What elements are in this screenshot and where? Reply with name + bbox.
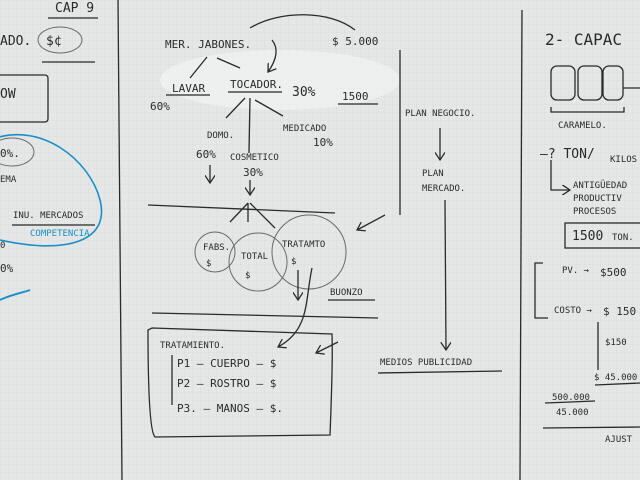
list-item: PRODUCTIV	[573, 194, 622, 204]
tratamiento-label: TRATAMIENTO.	[160, 341, 225, 351]
costo-label: COSTO →	[554, 306, 593, 316]
cosmetico-label: COSMETICO	[230, 153, 279, 163]
pct2-label: 0%	[0, 262, 14, 275]
tocador-label: TOCADOR.	[230, 78, 283, 91]
treatment-item: P1 — CUERPO — $	[177, 357, 276, 370]
left-panel: CAP 9 ADO. $¢ OW 0%. EMA INU. MERCADOS C…	[0, 1, 103, 301]
plan-negocio-label: PLAN NEGOCIO.	[405, 109, 475, 119]
middle-panel: MER. JABONES. $ 5.000 LAVAR 60% TOCADOR.…	[147, 14, 503, 438]
cap-label: CAP 9	[55, 1, 94, 16]
frac-top: 500.000	[552, 393, 590, 403]
tratamiento-box	[147, 327, 333, 438]
cosmetico-pct: 30%	[243, 166, 263, 179]
glare	[160, 50, 400, 110]
units-label: 1500	[342, 90, 369, 103]
competencia-label: COMPETENCIA	[30, 229, 90, 239]
barrels-icon	[550, 65, 640, 113]
box-text: OW	[0, 87, 16, 102]
mercado-label: MERCADO.	[422, 184, 465, 194]
zero-label: 0	[0, 241, 5, 251]
domo-pct: 60%	[196, 148, 216, 161]
buonzo-label: BUONZO	[330, 288, 363, 298]
treatment-item: P3. — MANOS — $.	[177, 402, 283, 415]
pv-value: $500	[600, 266, 627, 279]
medicado-pct: 10%	[313, 136, 333, 149]
circle-tratamiento-label: TRATAMTO	[282, 240, 325, 250]
inv-label: INU. MERCADOS	[13, 211, 83, 221]
list-item: ANTIGÜEDAD	[573, 180, 627, 191]
pv-label: PV. →	[562, 266, 590, 276]
medicado-label: MEDICADO	[283, 124, 326, 134]
mer-label: MER. JABONES.	[165, 38, 251, 51]
treatment-item: P2 — ROSTRO — $	[177, 377, 276, 390]
caramelo-label: CARAMELO.	[558, 121, 607, 131]
circle-total-label: TOTAL	[241, 252, 268, 262]
money-label: $¢	[46, 34, 62, 49]
blue-ellipse	[0, 134, 103, 247]
plan-label: PLAN	[422, 169, 444, 179]
medios-label: MEDIOS PUBLICIDAD	[380, 358, 472, 368]
list-item: PROCESOS	[573, 207, 616, 217]
ema-label: EMA	[0, 175, 17, 185]
kilos-label: KILOS	[610, 155, 637, 165]
circle-total-value: $	[245, 271, 250, 281]
frac-bottom: 45.000	[556, 408, 589, 418]
ton-label: —? TON/	[540, 147, 595, 162]
divider-left	[117, 0, 123, 480]
total-value: $ 45.000	[594, 373, 637, 383]
tocador-pct: 30%	[292, 85, 316, 100]
circle-fabs-value: $	[206, 259, 211, 269]
box-value: 1500	[572, 229, 603, 244]
circle-tratamiento-value: $	[291, 257, 296, 267]
right-panel: 2- CAPAC CARAMELO. —? TON/ KILOS ANTIGÜE…	[534, 30, 640, 445]
right-title: 2- CAPAC	[545, 30, 622, 49]
box-unit: TON.	[612, 233, 634, 243]
lavar-label: LAVAR	[172, 82, 205, 95]
lavar-pct: 60%	[150, 100, 170, 113]
costo-value: $ 150	[603, 305, 636, 318]
pct1-label: 0%.	[0, 147, 20, 160]
sub-value: $150	[605, 338, 627, 348]
circle-fabs-label: FABS.	[203, 243, 230, 253]
ado-label: ADO.	[0, 34, 31, 49]
divider-right	[519, 9, 523, 480]
ajust-label: AJUST	[605, 435, 633, 445]
domo-label: DOMO.	[207, 131, 234, 141]
price-label: $ 5.000	[332, 35, 378, 48]
